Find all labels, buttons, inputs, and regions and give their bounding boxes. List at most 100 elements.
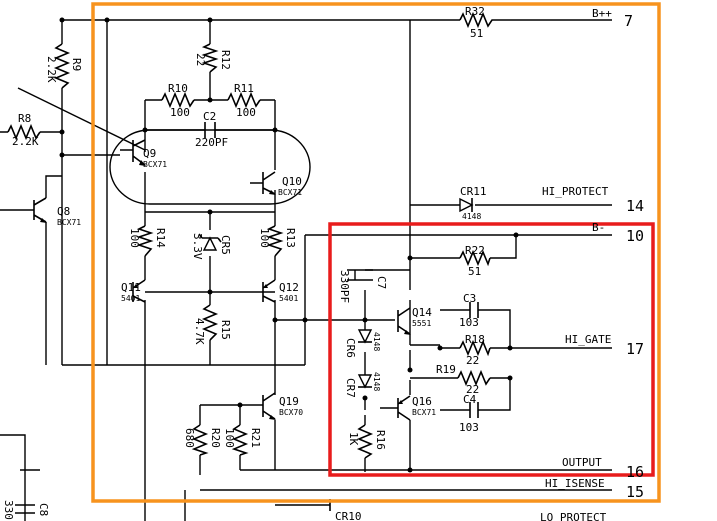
resistor-r18 — [459, 339, 491, 357]
r11-value: 100 — [236, 106, 256, 119]
resistor-r15 — [201, 304, 219, 341]
r16-ref: R16 — [374, 430, 387, 450]
r12-value: 22 — [194, 53, 207, 66]
q10-ref: Q10 — [282, 175, 302, 188]
resistor-r32 — [459, 11, 495, 29]
diodes — [198, 197, 474, 511]
q12-value: 5401 — [279, 294, 298, 303]
resistor-r20 — [191, 424, 209, 456]
q14-ref: Q14 — [412, 306, 432, 319]
c7-ref: C7 — [375, 276, 388, 289]
r9-value: 2.2K — [45, 56, 58, 83]
dual-package-outline — [109, 129, 311, 205]
diode-cr6 — [357, 329, 373, 344]
r14-value: 100 — [128, 228, 141, 248]
c3-value: 103 — [459, 316, 479, 329]
resistor-r12 — [201, 43, 219, 73]
r21-value: 100 — [223, 428, 236, 448]
q8-value: BCX71 — [57, 218, 81, 227]
q9-value: BCX71 — [143, 160, 167, 169]
net-b-minus: B- — [592, 221, 605, 234]
resistor-r22 — [459, 249, 491, 267]
inner-highlight-box — [328, 222, 655, 477]
r15-value: 4.7K — [193, 318, 206, 345]
r12-ref: R12 — [219, 50, 232, 70]
r11-ref: R11 — [234, 82, 254, 95]
r14-ref: R14 — [154, 228, 167, 248]
q9-ref: Q9 — [143, 147, 156, 160]
r9-ref: R9 — [70, 58, 83, 71]
capacitor-c4 — [469, 402, 479, 418]
resistor-r16 — [356, 424, 374, 459]
component-labels: R32 51 R9 2.2K R8 2.2K R12 22 R10 100 R1… — [2, 5, 487, 521]
cr11-ref: CR11 — [460, 185, 487, 198]
r8-value: 2.2K — [12, 135, 39, 148]
r22-ref: R22 — [465, 244, 485, 257]
cr10-ref: CR10 — [335, 510, 362, 521]
transistors — [33, 139, 411, 421]
cr11-value: 4148 — [462, 212, 481, 221]
capacitor-c8 — [15, 504, 35, 514]
transistor-q8 — [33, 197, 47, 223]
cr7-ref: CR7 — [344, 378, 357, 398]
resistor-r13 — [266, 225, 284, 257]
transistor-q12 — [262, 279, 276, 303]
c4-ref: C4 — [463, 393, 477, 406]
r13-ref: R13 — [284, 228, 297, 248]
net-hi-protect: HI_PROTECT — [542, 185, 609, 198]
r32-ref: R32 — [465, 5, 485, 18]
resistor-r10 — [161, 91, 195, 109]
transistor-q11 — [132, 279, 146, 303]
outer-highlight-box — [91, 2, 661, 503]
wires — [0, 19, 612, 521]
resistor-r11 — [227, 91, 261, 109]
r16-value: 1K — [347, 432, 360, 446]
pin-14: 14 — [626, 197, 644, 215]
pin-10: 10 — [626, 227, 644, 245]
r19-value: 22 — [466, 383, 479, 396]
cr6-value: 4148 — [372, 332, 381, 351]
transistor-q9 — [132, 139, 146, 166]
transistor-q16 — [397, 395, 411, 421]
q8-ref: Q8 — [57, 205, 70, 218]
q11-value: 5401 — [121, 294, 140, 303]
resistor-r8 — [7, 123, 41, 141]
r15-ref: R15 — [219, 320, 232, 340]
q14-value: 5551 — [412, 319, 431, 328]
capacitor-c7 — [347, 269, 373, 281]
c7-value: 330PF — [338, 270, 351, 303]
net-output: OUTPUT — [562, 456, 602, 469]
pin-17: 17 — [626, 340, 644, 358]
r32-value: 51 — [470, 27, 483, 40]
c3-ref: C3 — [463, 292, 476, 305]
resistors — [7, 11, 495, 459]
pin-16: 16 — [626, 463, 644, 481]
junctions — [59, 17, 519, 473]
pin-7: 7 — [624, 12, 633, 30]
transistor-q14 — [397, 307, 411, 335]
net-hi-gate: HI_GATE — [565, 333, 611, 346]
transistor-q10 — [262, 171, 276, 195]
q11-ref: Q11 — [121, 281, 141, 294]
cr5-value: 3.3V — [191, 233, 204, 260]
r10-ref: R10 — [168, 82, 188, 95]
r19-ref: R19 — [436, 363, 456, 376]
c4-value: 103 — [459, 421, 479, 434]
r20-value: 680 — [183, 428, 196, 448]
net-lo-protect: LO_PROTECT — [540, 511, 607, 521]
r8-ref: R8 — [18, 112, 31, 125]
q16-ref: Q16 — [412, 395, 432, 408]
cr7-value: 4148 — [372, 372, 381, 391]
pin-numbers: 7 14 10 17 16 15 — [624, 12, 644, 501]
diode-cr5 — [198, 233, 222, 251]
c8-ref: C8 — [37, 503, 50, 516]
c2-ref: C2 — [203, 110, 216, 123]
diode-cr11 — [459, 197, 474, 213]
resistor-r14 — [136, 225, 154, 257]
diode-cr7 — [357, 374, 373, 389]
q19-value: BCX70 — [279, 408, 303, 417]
resistor-r21 — [231, 424, 249, 456]
r22-value: 51 — [468, 265, 481, 278]
